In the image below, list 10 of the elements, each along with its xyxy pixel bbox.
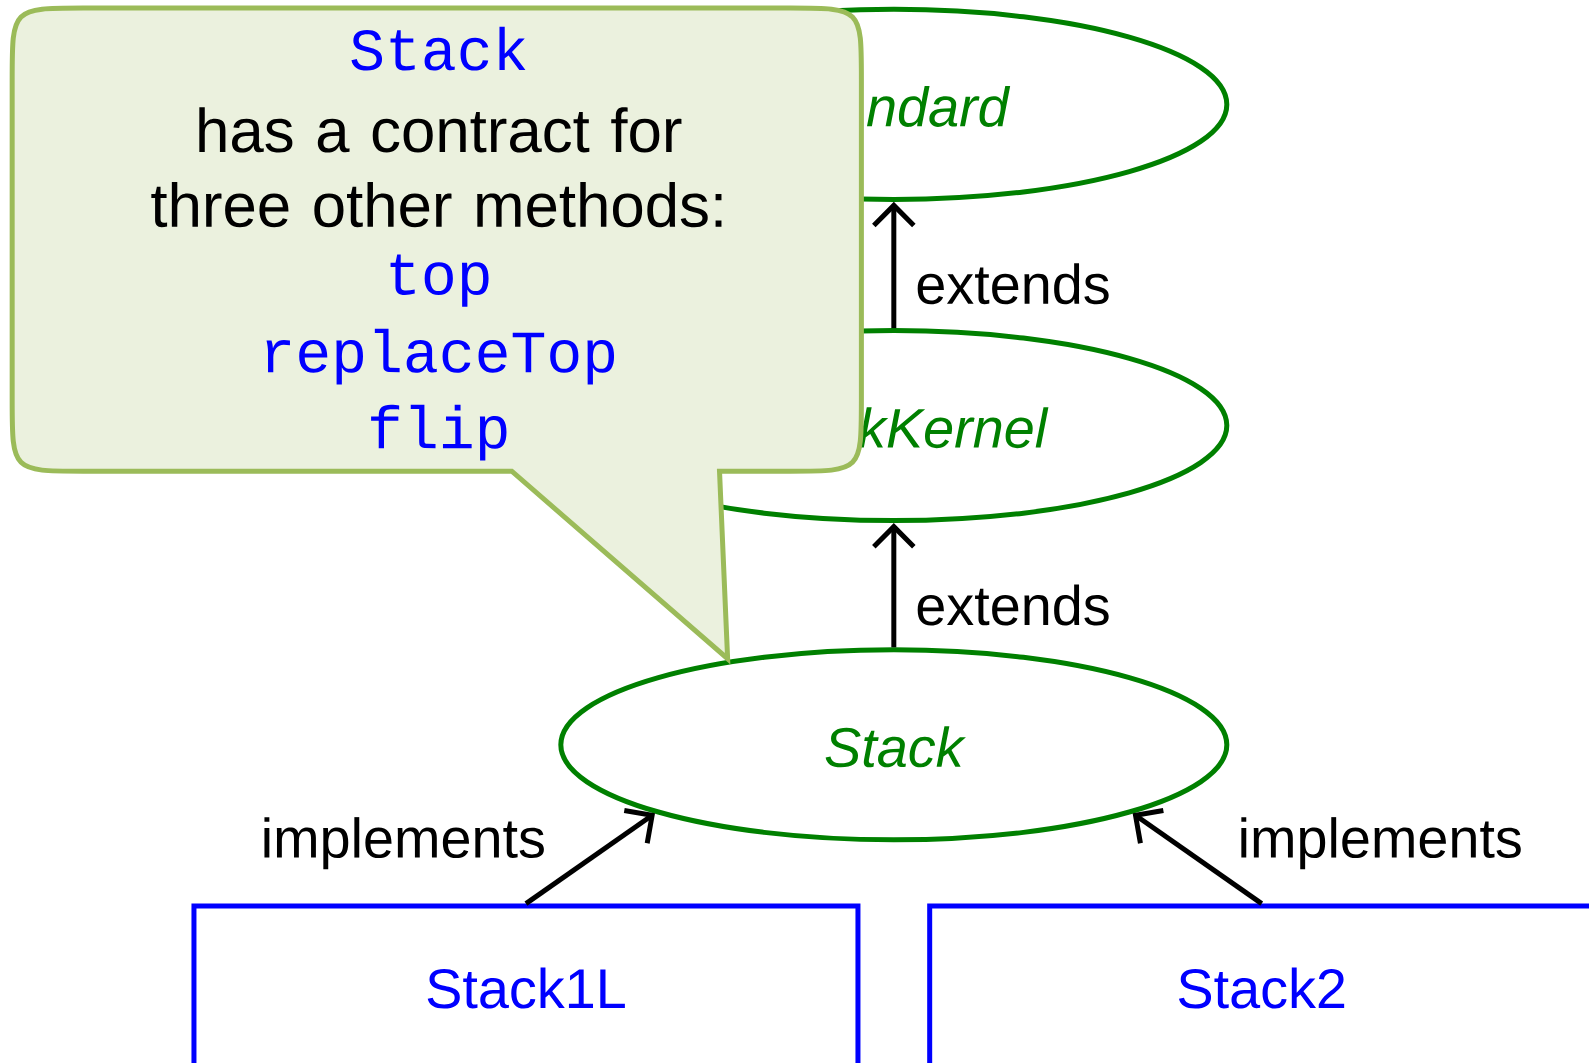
edge-label: implements xyxy=(1241,817,1521,870)
class-box: Stack2 xyxy=(927,903,1589,1063)
edge-label: extends xyxy=(917,263,1109,305)
edge-label: implements xyxy=(264,817,544,870)
arrow xyxy=(524,807,656,906)
arrow xyxy=(872,523,916,648)
arrow xyxy=(872,201,916,329)
edge-label: extends xyxy=(917,584,1109,626)
class-box: Stack1L xyxy=(191,903,861,1063)
arrow xyxy=(1132,807,1264,906)
